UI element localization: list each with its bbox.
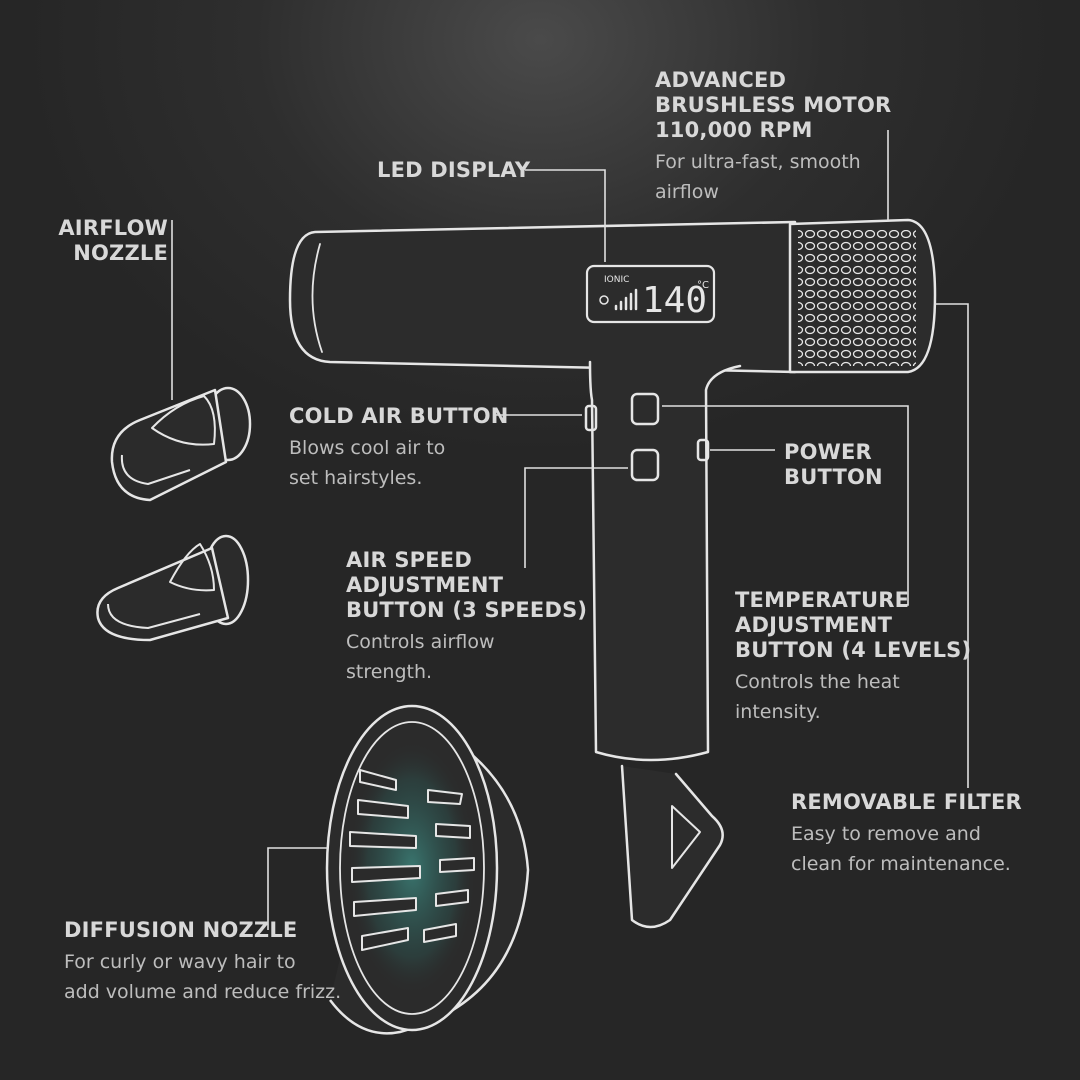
callout-diffusion: DIFFUSION NOZZLE For curly or wavy hair … [64,918,384,1007]
callout-motor-desc: For ultra-fast, smooth airflow [655,151,861,203]
diffuser-icon [325,704,530,1035]
airflow-nozzle-icon [96,534,250,642]
callout-filter-desc: Easy to remove and clean for maintenance… [791,823,1011,875]
speed-button-shape [630,448,660,482]
callout-power-title: POWER BUTTON [784,440,883,489]
power-button-shape [696,438,710,462]
lcd-unit: °C [697,280,709,291]
callout-temperature-desc: Controls the heat intensity. [735,671,900,723]
callout-cold-air-title: COLD AIR BUTTON [289,404,509,428]
callout-filter-title: REMOVABLE FILTER [791,790,1022,814]
leader-lines [171,130,969,930]
callout-temperature-title: TEMPERATURE ADJUSTMENT BUTTON (4 LEVELS) [735,588,972,662]
callout-power: POWER BUTTON [784,440,904,490]
airflow-nozzle-icon [110,386,252,502]
callout-temperature: TEMPERATURE ADJUSTMENT BUTTON (4 LEVELS)… [735,588,975,727]
callout-airflow-nozzle: AIRFLOW NOZZLE [58,216,168,266]
callout-led-title: LED DISPLAY [377,158,531,182]
lcd-reading: 140 [642,280,707,321]
callout-motor: ADVANCED BRUSHLESS MOTOR 110,000 RPM For… [655,68,955,207]
callout-led-display: LED DISPLAY [377,158,537,183]
filter-mesh [798,230,916,366]
callout-air-speed-desc: Controls airflow strength. [346,631,495,683]
hair-dryer-icon [288,218,937,929]
lcd-mode: IONIC [604,275,629,285]
callout-motor-title: ADVANCED BRUSHLESS MOTOR 110,000 RPM [655,68,892,142]
callout-cold-air: COLD AIR BUTTON Blows cool air to set ha… [289,404,509,493]
callout-diffusion-title: DIFFUSION NOZZLE [64,918,298,942]
callout-airflow-title: AIRFLOW NOZZLE [58,216,168,265]
callout-diffusion-desc: For curly or wavy hair to add volume and… [64,951,342,1003]
callout-filter: REMOVABLE FILTER Easy to remove and clea… [791,790,1061,879]
cold-air-button-shape [584,404,598,432]
callout-air-speed: AIR SPEED ADJUSTMENT BUTTON (3 SPEEDS) C… [346,548,596,687]
callout-cold-air-desc: Blows cool air to set hairstyles. [289,437,446,489]
callout-air-speed-title: AIR SPEED ADJUSTMENT BUTTON (3 SPEEDS) [346,548,588,622]
temperature-button-shape [630,392,660,426]
